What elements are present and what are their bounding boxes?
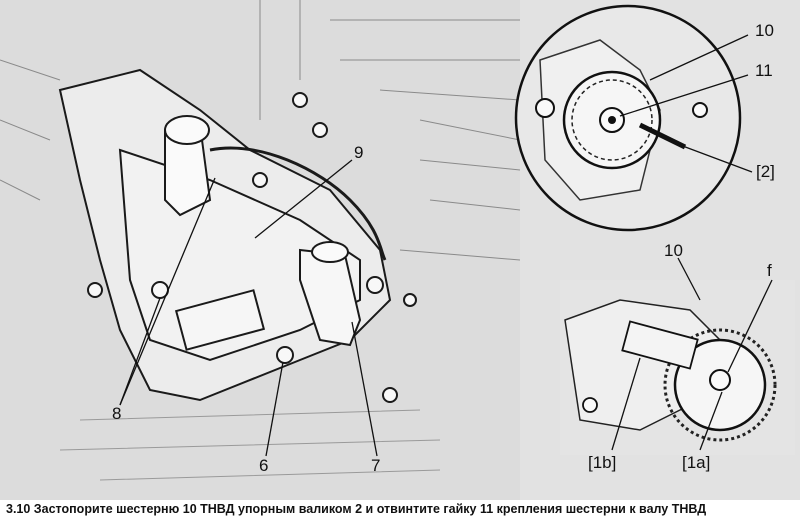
bolts	[87, 92, 417, 403]
inset-circle-top	[514, 4, 742, 232]
callout-f: f	[767, 261, 772, 280]
callout-1b: [1b]	[588, 453, 617, 472]
inset-box-bottom	[560, 280, 795, 455]
background-lines	[0, 0, 521, 261]
fuel-pipe	[209, 146, 387, 261]
leader-lines-left	[119, 159, 378, 457]
callout-9: 9	[354, 143, 364, 162]
engine-drawing	[0, 0, 795, 481]
callout-10-bottom: 10	[664, 241, 683, 260]
figure-caption: 3.10 Застопорите шестерню 10 ТНВД упорны…	[6, 502, 707, 516]
callout-1a: [1a]	[682, 453, 711, 472]
callout-6: 6	[259, 456, 269, 475]
callout-7: 7	[371, 456, 381, 475]
leader-lines-top-inset	[619, 34, 753, 173]
pump-body	[58, 68, 392, 402]
callout-10-top: 10	[755, 21, 774, 40]
callout-8: 8	[112, 404, 122, 423]
leader-lines-bottom-inset	[611, 257, 773, 451]
callout-2: [2]	[756, 162, 775, 181]
locking-pin	[638, 122, 687, 150]
callout-11: 11	[755, 61, 773, 80]
technical-illustration: 10 11 [2] 9 10 f 8 6 7 [1b] [1a]	[0, 0, 800, 500]
